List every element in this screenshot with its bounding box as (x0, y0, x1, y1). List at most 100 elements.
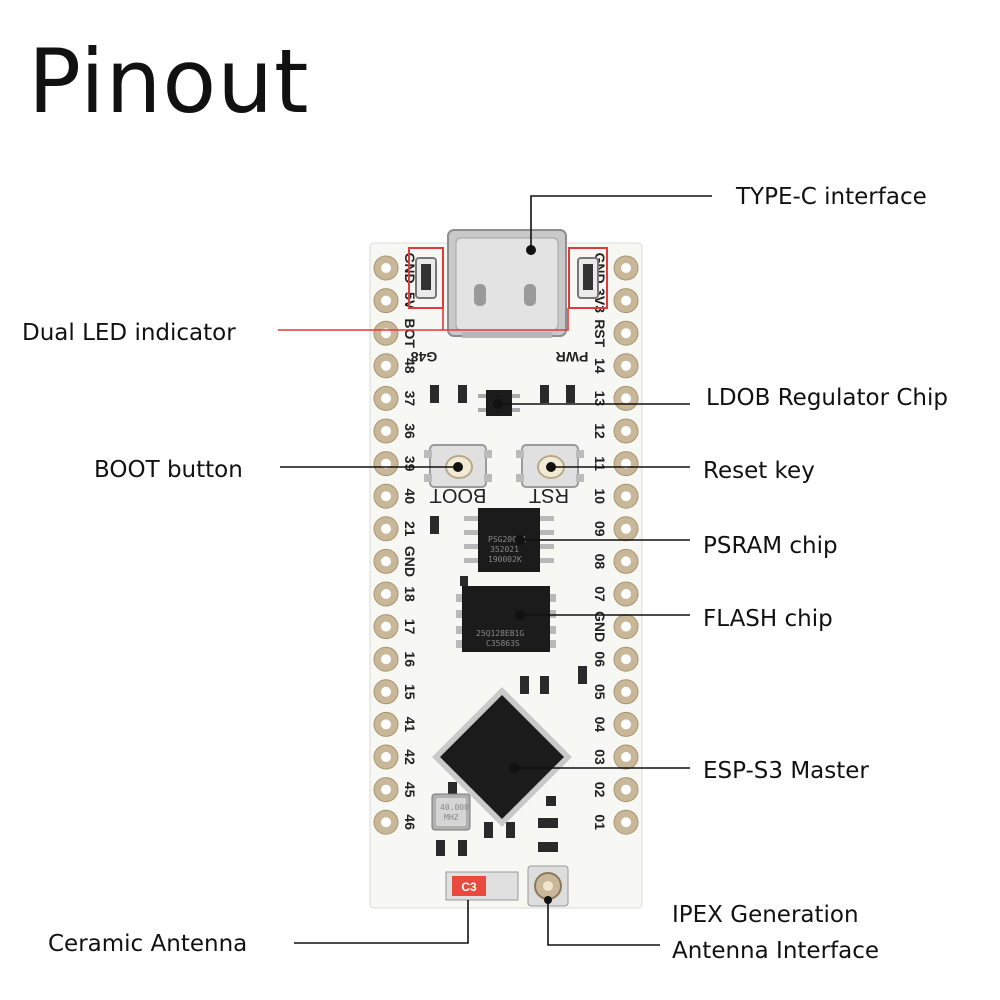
pin-label: 01 (592, 814, 608, 830)
pin-hole (381, 589, 391, 599)
pin-label: 21 (402, 521, 418, 537)
pin-label: GND (402, 546, 418, 577)
smd-components (430, 385, 587, 856)
boot-button-callout: BOOT button (94, 457, 243, 483)
pin-label: 18 (402, 586, 418, 602)
psram-marking-2: 352021 (490, 545, 519, 554)
pin-hole (381, 556, 391, 567)
pin-label: 36 (402, 423, 418, 439)
pin-label: 16 (402, 651, 418, 667)
pin-hole (621, 263, 631, 273)
pin-label: 08 (592, 554, 608, 570)
crystal-oscillator: 40.000 MHZ (431, 793, 471, 831)
dual-led-callout: Dual LED indicator (22, 320, 236, 346)
rst-silk-label: RST (529, 484, 569, 506)
pin-label: 05 (592, 684, 608, 700)
pin-label: 45 (402, 782, 418, 798)
dev-board: GND5VBOT483736394021GND1817161541424546 … (369, 229, 643, 909)
dual-led-leader (278, 308, 569, 331)
pin-label: 13 (592, 391, 608, 407)
pin-label: 10 (592, 488, 608, 504)
pin-hole (621, 817, 631, 828)
pin-hole (621, 328, 631, 339)
led-right (577, 257, 599, 299)
pin-hole (381, 491, 391, 502)
pin-hole (621, 491, 631, 502)
pin-hole (621, 426, 631, 436)
right-pin-pads (613, 255, 639, 835)
pin-label: 48 (402, 358, 418, 374)
reset-key-callout: Reset key (703, 458, 815, 484)
pin-hole (381, 719, 391, 730)
pin-label: 41 (402, 717, 418, 733)
pin-hole (621, 719, 631, 730)
esp-callout: ESP-S3 Master (703, 758, 869, 784)
ipex-connector (527, 865, 569, 907)
esp-s3-chip (432, 687, 572, 827)
led-left (415, 257, 437, 299)
led-highlight-left (408, 247, 444, 309)
pin-hole (621, 523, 631, 534)
pin-hole (381, 426, 391, 436)
pin-hole (621, 752, 631, 762)
pin-label: 14 (592, 358, 608, 374)
pin-label: RST (592, 319, 608, 347)
left-pin-pads (373, 255, 399, 835)
pin-hole (621, 686, 631, 697)
pin-hole (381, 360, 391, 371)
pin-label: 02 (592, 782, 608, 798)
g48-label: G48 (411, 349, 438, 365)
pin-hole (381, 817, 391, 828)
pin-label: 12 (592, 423, 608, 439)
pin-label: 04 (592, 717, 608, 733)
pin-label: 06 (592, 651, 608, 667)
flash-callout: FLASH chip (703, 606, 833, 632)
pin-hole (621, 393, 631, 404)
pin-hole (381, 263, 391, 273)
pin-hole (621, 360, 631, 371)
pin-label: 09 (592, 521, 608, 537)
ceramic-antenna-callout: Ceramic Antenna (48, 931, 247, 957)
pin-hole (621, 458, 631, 469)
ceramic-antenna-leader (294, 900, 469, 944)
pin-label: 17 (402, 619, 418, 635)
boot-silk-label: BOOT (430, 484, 487, 506)
pin-label: BOT (402, 318, 418, 348)
flash-marking-2: C35863S (486, 639, 520, 648)
pin-hole (381, 523, 391, 534)
pin-label: 40 (402, 488, 418, 504)
ldo-callout: LDOB Regulator Chip (706, 385, 948, 411)
pin-hole (381, 295, 391, 306)
page-title: Pinout (28, 30, 310, 133)
psram-callout: PSRAM chip (703, 533, 838, 559)
pin-hole (381, 393, 391, 404)
pin-hole (621, 589, 631, 599)
psram-marking-3: 190002K (488, 555, 522, 564)
pin-hole (621, 654, 631, 665)
antenna-marking: C3 (461, 880, 477, 894)
type-c-callout: TYPE-C interface (735, 184, 927, 210)
pin-hole (381, 621, 391, 632)
pin-hole (621, 621, 631, 632)
psram-marking-1: PSG20001 (488, 535, 527, 544)
pin-hole (381, 686, 391, 697)
callout-dots (453, 245, 556, 904)
pwr-label: PWR (556, 349, 589, 365)
usb-c-connector (447, 229, 567, 338)
pin-label: 42 (402, 749, 418, 765)
pin-label: 03 (592, 749, 608, 765)
pin-hole (621, 556, 631, 567)
pin-hole (381, 654, 391, 665)
callout-lines (278, 195, 712, 946)
pin-label: GND (592, 611, 608, 642)
crystal-marking-1: 40.000 (440, 803, 469, 812)
pin-hole (621, 295, 631, 306)
flash-chip: 25Q128EB1G C35863S (456, 586, 556, 652)
pin-label: 15 (402, 684, 418, 700)
pin-hole (381, 752, 391, 762)
pin-label: 39 (402, 456, 418, 472)
led-highlight-right (568, 247, 608, 309)
crystal-marking-2: MHZ (444, 813, 459, 822)
pin-hole (381, 784, 391, 795)
